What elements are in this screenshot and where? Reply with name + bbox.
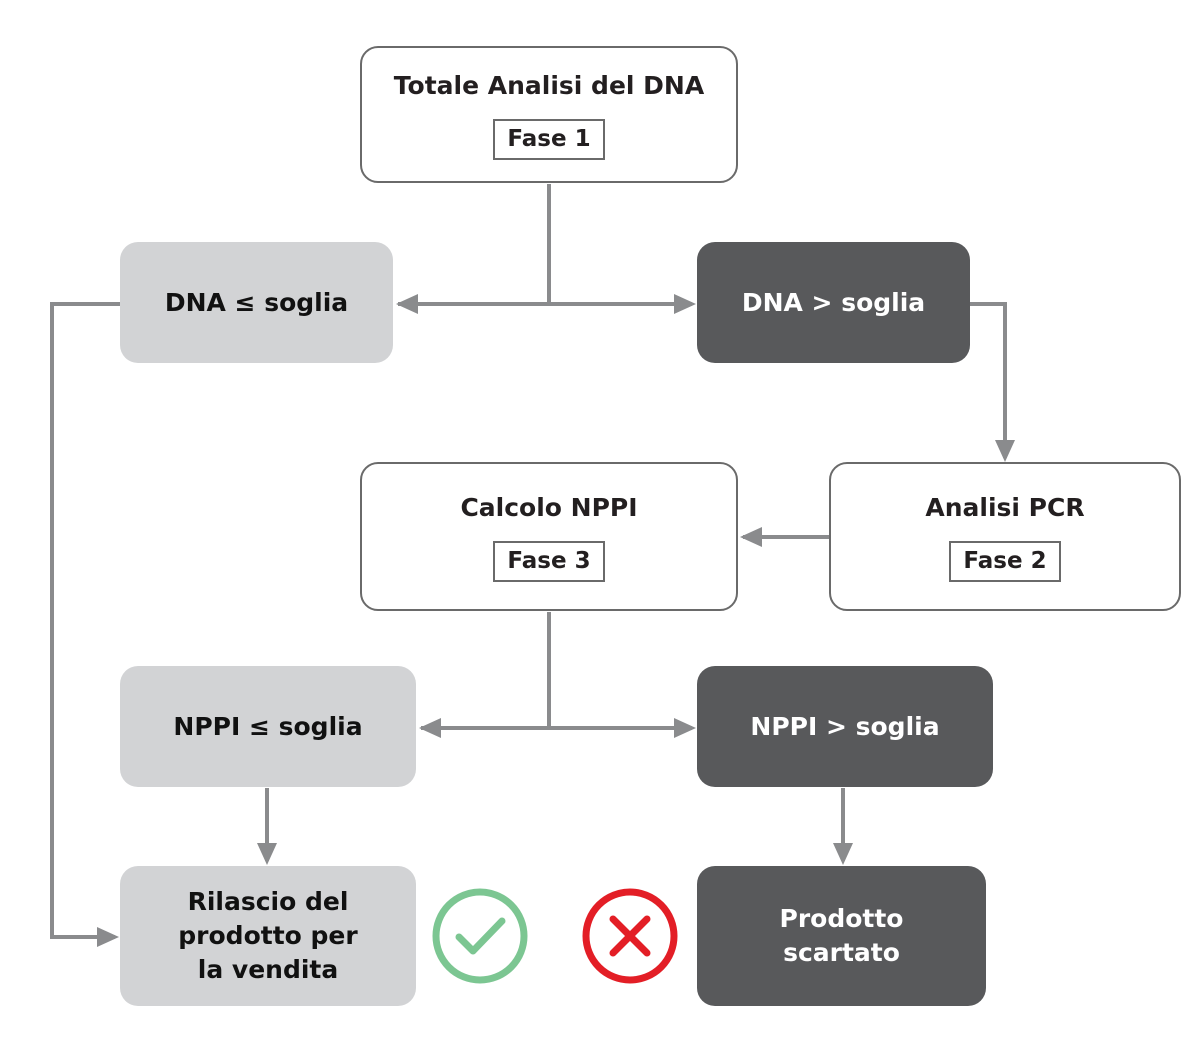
node-nppi-calc-title: Calcolo NPPI — [460, 493, 638, 523]
arrow-dna-low-to-release — [50, 302, 120, 939]
node-nppi-calculation: Calcolo NPPI Fase 3 — [360, 462, 738, 611]
node-pcr-analysis: Analisi PCR Fase 2 — [829, 462, 1181, 611]
node-product-discarded: Prodotto scartato — [697, 866, 986, 1006]
arrow-dna-high-to-pcr — [970, 302, 1007, 458]
arrowhead-discarded — [833, 843, 853, 865]
node-dna-below-label: DNA ≤ soglia — [164, 287, 349, 317]
arrowhead-dna-low — [396, 294, 418, 314]
node-product-release: Rilascio del prodotto per la vendita — [120, 866, 416, 1006]
node-nppi-above-threshold: NPPI > soglia — [697, 666, 993, 787]
arrowhead-pcr — [995, 440, 1015, 462]
node-dna-below-threshold: DNA ≤ soglia — [120, 242, 393, 363]
node-nppi-below-threshold: NPPI ≤ soglia — [120, 666, 416, 787]
arrowhead-release-from-dna — [97, 927, 119, 947]
arrowhead-nppi-low — [419, 718, 441, 738]
node-release-line-1: Rilascio del — [187, 887, 349, 917]
node-release-line-2: prodotto per — [178, 921, 358, 951]
arrowhead-dna-high — [674, 294, 696, 314]
arrowhead-nppi-high — [674, 718, 696, 738]
node-pcr-title: Analisi PCR — [925, 493, 1085, 523]
phase-badge-3: Fase 3 — [493, 540, 605, 582]
arrowhead-release-from-nppi — [257, 843, 277, 865]
node-total-dna-title: Totale Analisi del DNA — [393, 71, 705, 101]
node-discarded-line-1: Prodotto — [779, 904, 904, 934]
node-release-line-3: la vendita — [197, 954, 339, 984]
arrowhead-nppi-calc — [740, 527, 762, 547]
node-dna-above-label: DNA > soglia — [741, 287, 926, 317]
x-circle-icon — [582, 888, 678, 984]
node-dna-above-threshold: DNA > soglia — [697, 242, 970, 363]
node-total-dna-analysis: Totale Analisi del DNA Fase 1 — [360, 46, 738, 183]
check-circle-icon — [432, 888, 528, 984]
node-nppi-below-label: NPPI ≤ soglia — [173, 711, 363, 741]
phase-badge-2: Fase 2 — [949, 540, 1061, 582]
node-discarded-line-2: scartato — [783, 938, 900, 967]
node-nppi-above-label: NPPI > soglia — [750, 711, 940, 741]
phase-badge-1: Fase 1 — [493, 118, 605, 160]
